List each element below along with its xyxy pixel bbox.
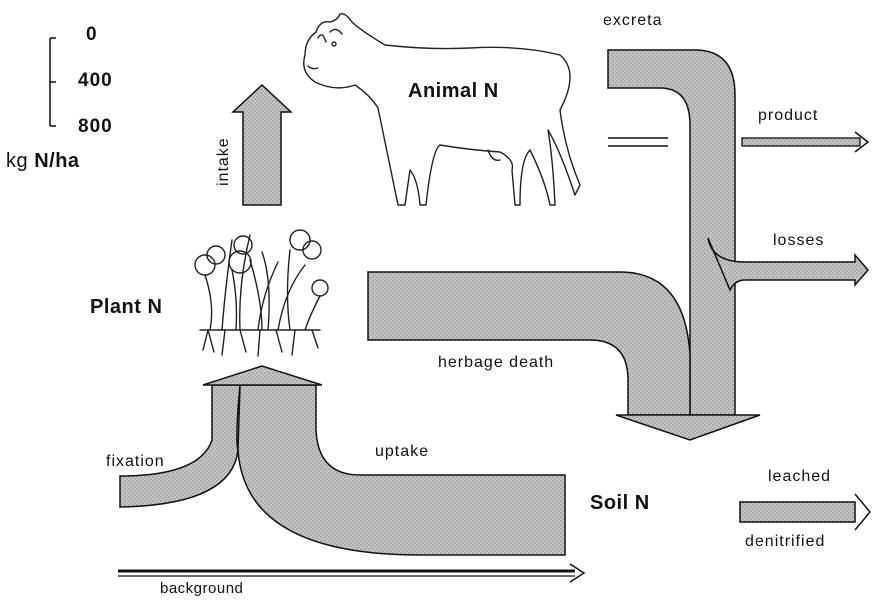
pool-label-animal: Animal N bbox=[408, 80, 499, 103]
soil-input-arrowhead bbox=[616, 415, 760, 440]
flow-label-denitrified: denitrified bbox=[745, 533, 825, 551]
flow-label-fixation: fixation bbox=[106, 453, 165, 471]
product-line-stub bbox=[608, 138, 668, 146]
scale-unit-bold: N/ha bbox=[34, 150, 79, 172]
scale-tick-800: 800 bbox=[78, 116, 113, 138]
flow-label-excreta: excreta bbox=[603, 12, 662, 30]
scale-unit: kg N/ha bbox=[6, 150, 80, 173]
flow-label-intake: intake bbox=[215, 137, 233, 186]
flow-label-herbage-death: herbage death bbox=[438, 354, 554, 372]
flow-label-losses: losses bbox=[773, 232, 824, 250]
cow-illustration bbox=[304, 14, 580, 205]
fixation-flow bbox=[120, 385, 240, 507]
scale-bar bbox=[50, 38, 56, 126]
intake-flow-arrow bbox=[233, 85, 291, 205]
flow-label-leached: leached bbox=[768, 468, 831, 486]
herbage-death-flow bbox=[368, 272, 690, 415]
scale-tick-0: 0 bbox=[86, 24, 98, 46]
pool-label-plant: Plant N bbox=[90, 296, 162, 319]
flow-label-background: background bbox=[160, 580, 243, 597]
flow-label-product: product bbox=[758, 107, 818, 125]
flow-label-uptake: uptake bbox=[375, 443, 429, 461]
product-flow-arrow bbox=[742, 132, 868, 152]
uptake-flow bbox=[238, 385, 565, 555]
scale-tick-400: 400 bbox=[78, 70, 113, 92]
plant-input-arrowhead bbox=[203, 366, 322, 385]
scale-unit-prefix: kg bbox=[6, 150, 28, 172]
plant-illustration bbox=[195, 230, 328, 356]
pool-label-soil: Soil N bbox=[590, 492, 650, 515]
leached-denitrified-arrow bbox=[740, 494, 870, 530]
